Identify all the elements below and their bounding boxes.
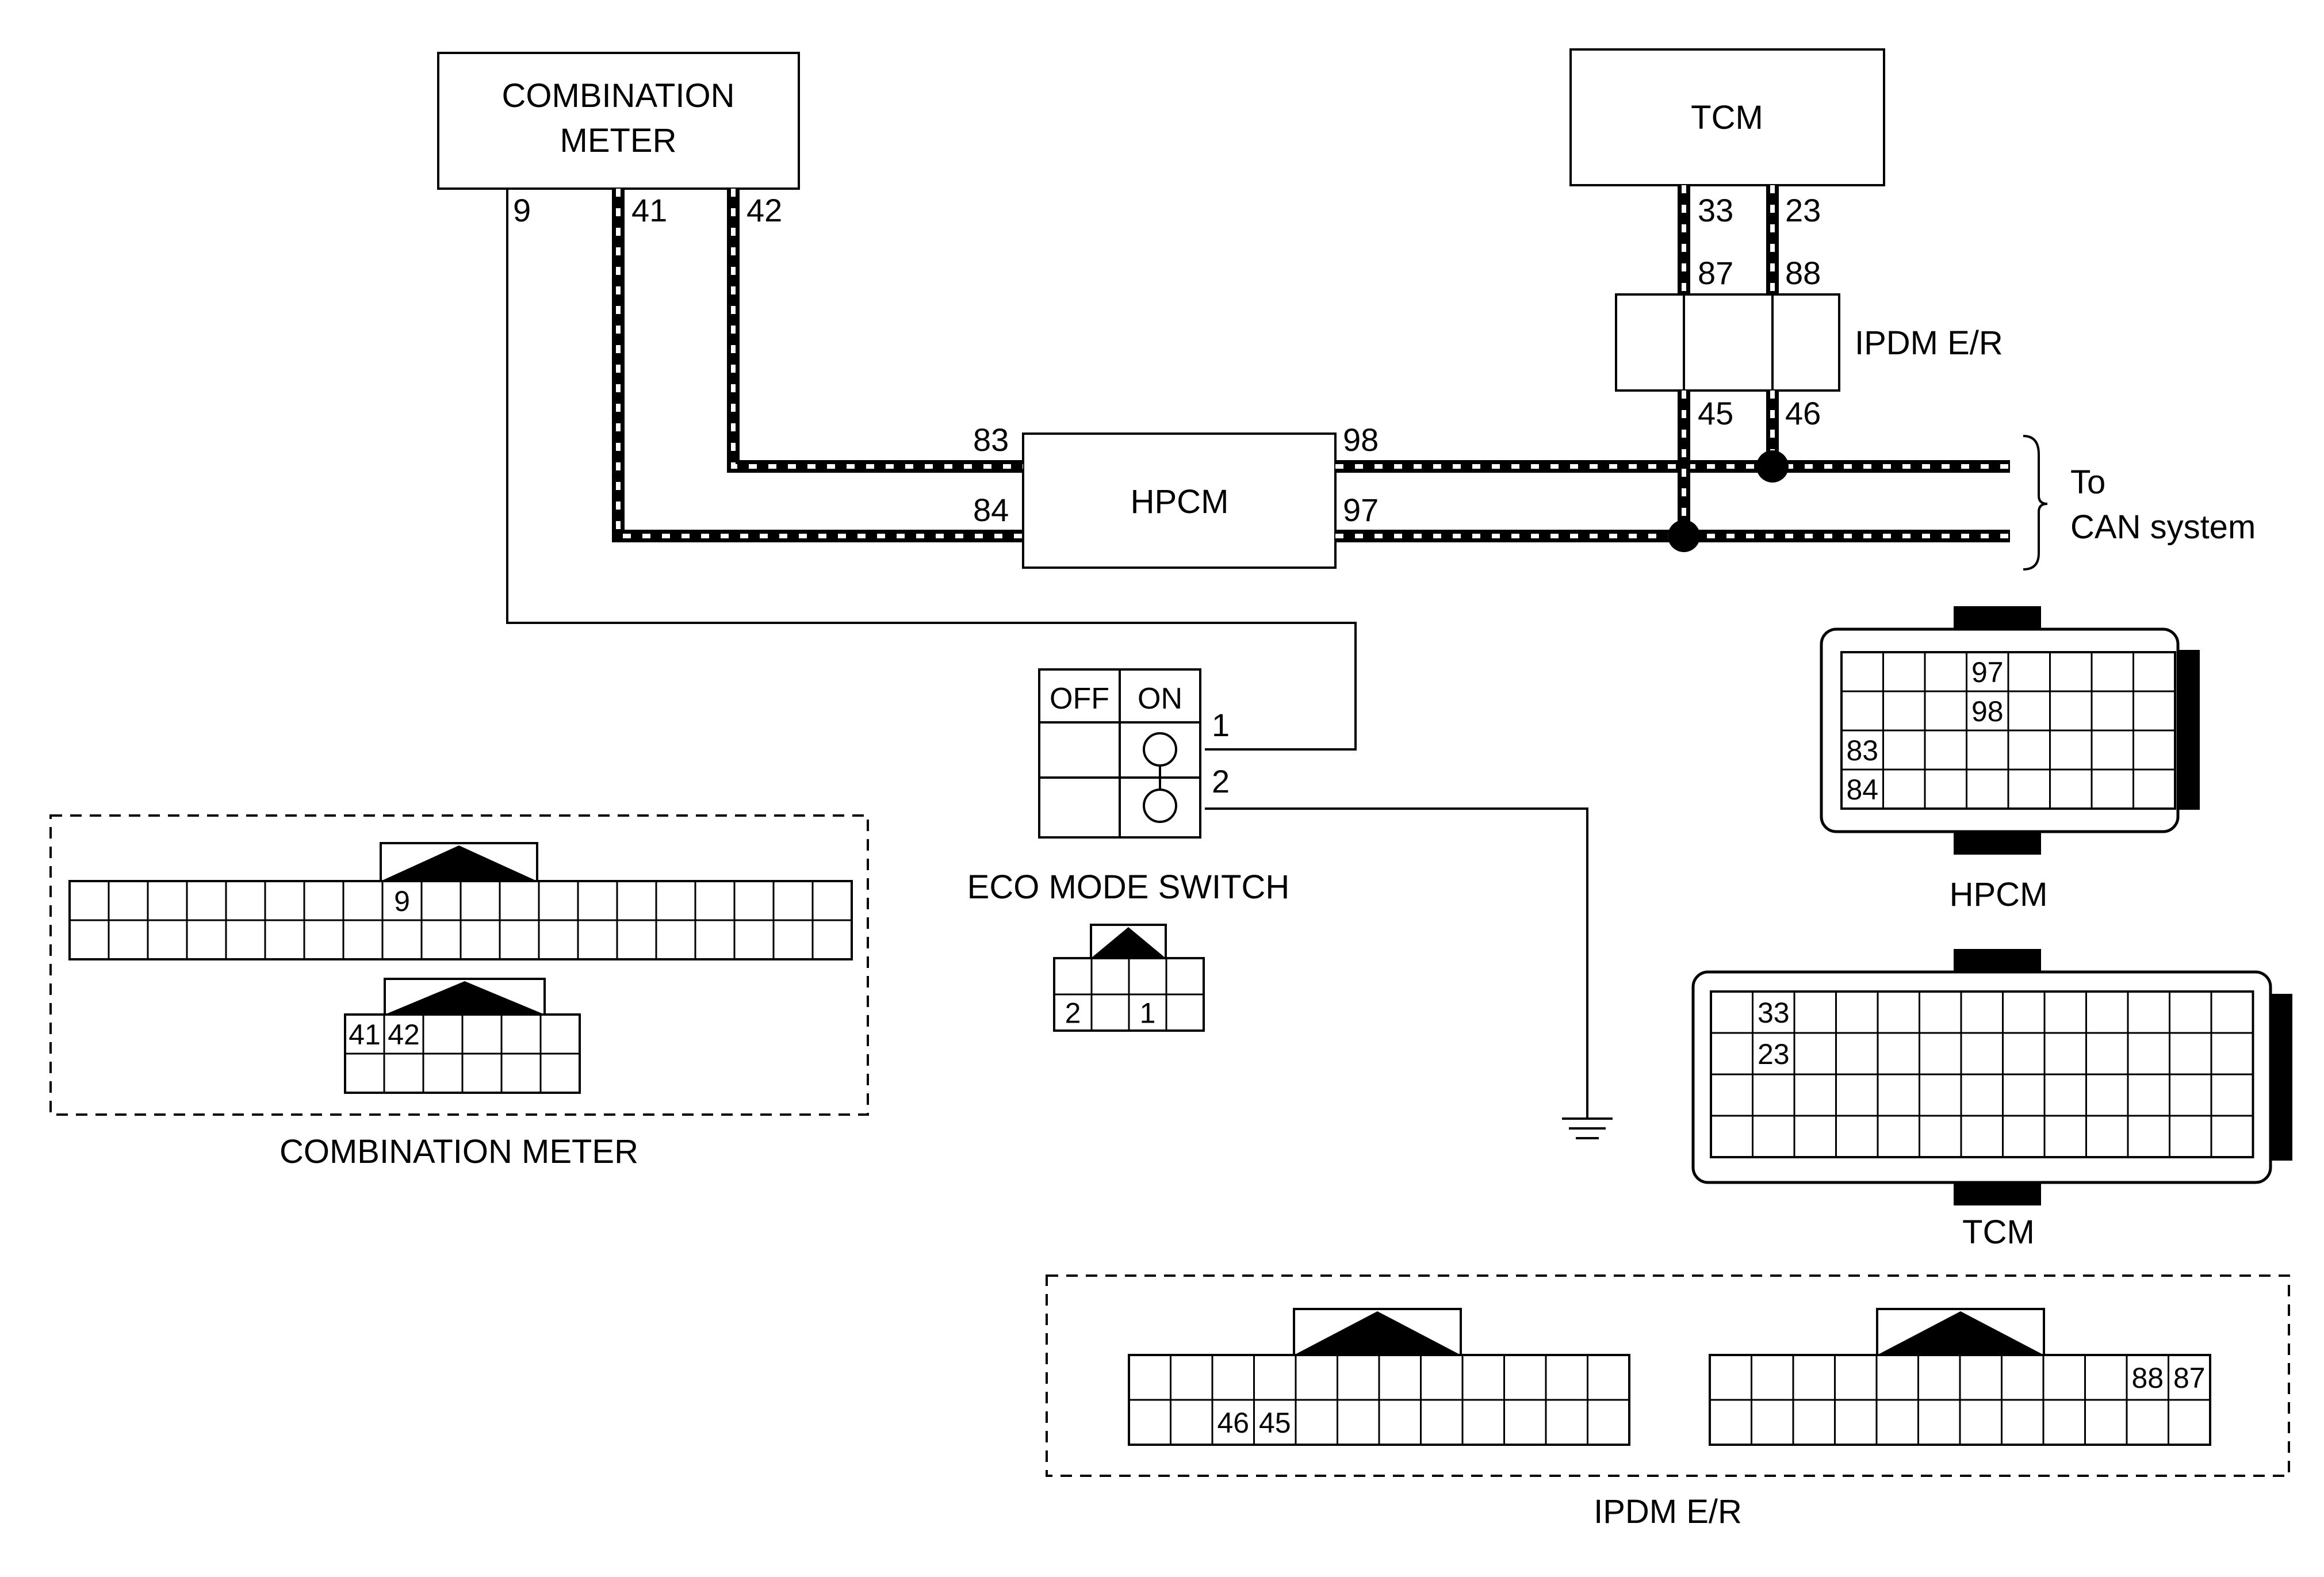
meter-pin-42: 42 <box>746 192 782 228</box>
tcm-connector-latch <box>1954 949 2041 972</box>
tcm-unit: TCM <box>1569 48 1885 186</box>
hpcm-pin-83: 83 <box>973 422 1009 458</box>
can-brace <box>2023 435 2048 571</box>
ipdm-connector-b: 88 87 <box>1709 1354 2211 1446</box>
connector-cell-label: 97 <box>1971 656 2004 688</box>
hpcm-label: HPCM <box>1131 483 1229 520</box>
connector-cell-label: 23 <box>1758 1038 1790 1070</box>
switch-contact-icon <box>1143 732 1177 767</box>
hpcm-unit: HPCM <box>1022 432 1337 569</box>
connector-cell-label: 33 <box>1758 997 1790 1029</box>
connector-cell-label: 41 <box>349 1019 381 1051</box>
connector-cell-label: 83 <box>1846 734 1878 767</box>
ipdm-connector-label: IPDM E/R <box>1594 1493 1742 1530</box>
can-label-line2: CAN system <box>2070 508 2256 546</box>
hpcm-pin-97: 97 <box>1343 492 1379 528</box>
connector-cell-label: 87 <box>2173 1362 2206 1394</box>
combination-meter-connector-label: COMBINATION METER <box>280 1133 638 1170</box>
connector-key-triangle <box>385 981 545 1015</box>
connector-cell-label: 1 <box>1140 997 1156 1029</box>
combination-meter-connector-a: 9 <box>68 880 853 960</box>
connector-key-triangle <box>381 845 537 881</box>
ipdm-connector-group <box>1046 1274 2290 1477</box>
hpcm-connector-grid: 97 98 83 84 <box>1840 651 2176 810</box>
combination-meter-connector-group <box>49 814 869 1116</box>
eco-pin-2: 2 <box>1212 763 1230 799</box>
hpcm-pin-98: 98 <box>1343 422 1379 458</box>
connector-cell-label: 88 <box>2131 1362 2164 1394</box>
connector-cell-label: 98 <box>1971 695 2004 728</box>
eco-ground-wire <box>1205 807 1588 1119</box>
eco-pin-1: 1 <box>1212 707 1230 743</box>
ipdm-pin-87: 87 <box>1698 255 1733 291</box>
connector-cell-label: 2 <box>1065 997 1081 1029</box>
tcm-connector-label: TCM <box>1962 1214 2035 1251</box>
connector-cell-label: 45 <box>1259 1407 1291 1439</box>
connector-cell-label: 46 <box>1217 1407 1249 1439</box>
eco-switch-label: ECO MODE SWITCH <box>967 868 1290 906</box>
combination-meter-label-line2: METER <box>560 122 677 159</box>
ipdm-pin-45: 45 <box>1698 395 1733 431</box>
connector-cell-label: 42 <box>388 1019 420 1051</box>
connector-key-triangle <box>1294 1311 1461 1355</box>
tcm-pin-33: 33 <box>1698 192 1733 228</box>
ipdm-unit: IPDM E/R <box>1615 293 2003 392</box>
eco-signal-wire <box>506 189 1357 751</box>
eco-switch-off-header: OFF <box>1050 682 1109 715</box>
connector-cell-label: 84 <box>1846 774 1878 806</box>
meter-pin-9: 9 <box>513 192 531 228</box>
connector-key-triangle <box>1877 1311 2044 1355</box>
tcm-label: TCM <box>1691 99 1763 136</box>
ipdm-pin-88: 88 <box>1785 255 1821 291</box>
ipdm-connector-a: 46 45 <box>1128 1354 1630 1446</box>
combination-meter-unit: COMBINATION METER <box>437 52 800 190</box>
hpcm-connector-latch <box>2178 650 2200 810</box>
can-wiring <box>612 185 2010 542</box>
hpcm-connector-label: HPCM <box>1950 876 2048 913</box>
tcm-connector-latch <box>2271 994 2292 1161</box>
splice-dot-97 <box>1668 520 1700 552</box>
eco-mode-switch: OFF ON <box>1038 668 1201 839</box>
switch-contact-icon <box>1143 789 1177 823</box>
eco-switch-on-header: ON <box>1138 682 1182 715</box>
connector-cell-label: 9 <box>394 885 410 917</box>
ground-icon <box>1562 1117 1613 1139</box>
ipdm-pin-46: 46 <box>1785 395 1821 431</box>
tcm-connector-latch <box>1954 1182 2041 1205</box>
splice-dot-98 <box>1756 450 1789 483</box>
can-label-line1: To <box>2070 464 2105 501</box>
connector-key-triangle <box>1091 927 1166 958</box>
hpcm-pin-84: 84 <box>973 492 1009 528</box>
hpcm-connector-latch <box>1954 606 2041 629</box>
hpcm-connector-latch <box>1954 832 2041 855</box>
combination-meter-label-line1: COMBINATION <box>502 77 735 114</box>
tcm-pin-23: 23 <box>1785 192 1821 228</box>
ipdm-label: IPDM E/R <box>1855 324 2003 362</box>
meter-pin-41: 41 <box>631 192 667 228</box>
